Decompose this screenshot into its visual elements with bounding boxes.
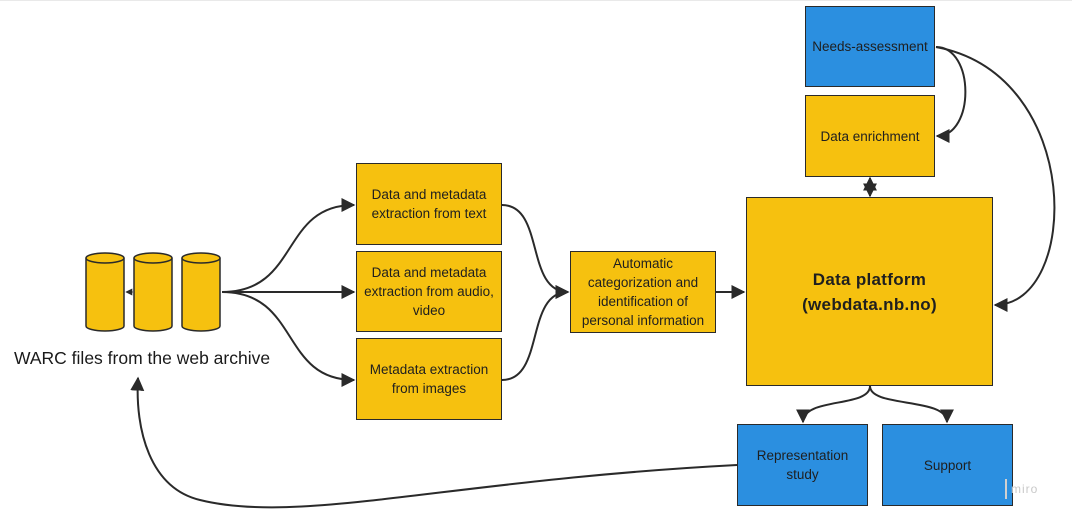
edge-needs-to-enrichment <box>935 46 967 143</box>
edge-needs-to-platform <box>935 46 1056 312</box>
source-label: WARC files from the web archive <box>14 348 271 368</box>
node-data-enrichment: Data enrichment <box>805 95 935 177</box>
node-categorization: Automatic categorization and identificat… <box>570 251 716 333</box>
edge-platform-to-representation <box>796 385 871 424</box>
node-extract-av: Data and metadata extraction from audio,… <box>356 251 502 332</box>
watermark-text: miro <box>1011 482 1039 496</box>
edge-platform-to-support <box>869 385 954 424</box>
database-icon <box>85 252 221 332</box>
node-needs-assessment: Needs-assessment <box>805 6 935 87</box>
node-extract-text: Data and metadata extraction from text <box>356 163 502 245</box>
node-representation-study: Representation study <box>737 424 868 506</box>
miro-watermark: miro <box>1005 478 1053 500</box>
top-border <box>0 0 1072 1</box>
edge-images-to-cat <box>501 285 570 381</box>
platform-url: (webdata.nb.no) <box>802 294 937 314</box>
edge-text-to-cat <box>501 204 570 299</box>
node-extract-images: Metadata extraction from images <box>356 338 502 420</box>
edge-representation-to-source <box>130 376 738 509</box>
edge-source-to-text <box>221 198 356 293</box>
node-data-platform: Data platform (webdata.nb.no) <box>746 197 993 386</box>
watermark-bar <box>1005 479 1007 499</box>
node-support: Support <box>882 424 1013 506</box>
edge-source-to-images <box>221 291 356 387</box>
platform-title: Data platform <box>812 269 927 289</box>
